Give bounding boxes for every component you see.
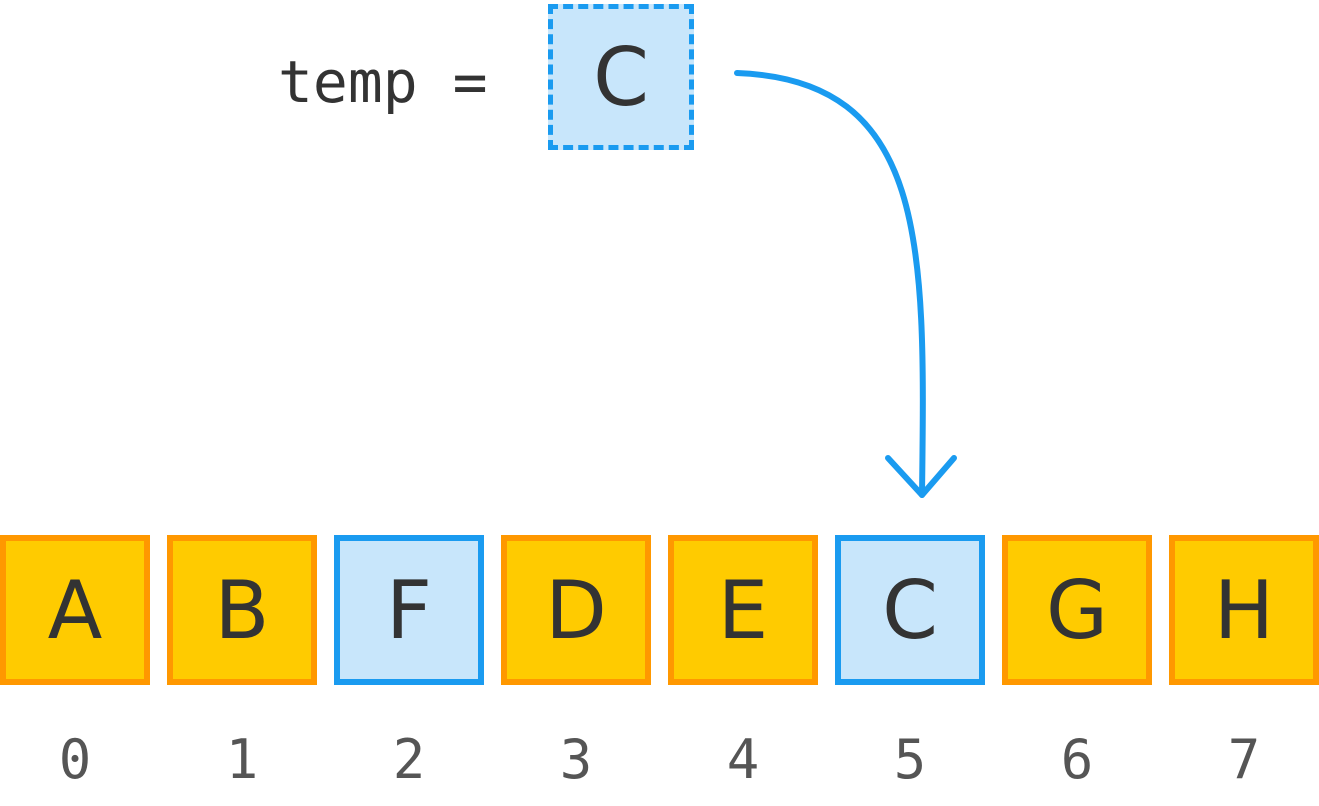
array-cell-7: H (1169, 535, 1319, 685)
array-cell-3: D (501, 535, 651, 685)
array-index-2: 2 (392, 728, 426, 791)
array-cell-2: F (334, 535, 484, 685)
array-cell-5: C (835, 535, 985, 685)
array-index-0: 0 (58, 728, 92, 791)
arrow-curve (734, 70, 926, 498)
array-index-3: 3 (559, 728, 593, 791)
temp-value-box: C (548, 4, 694, 150)
array-cell-1: B (167, 535, 317, 685)
array-cell-4: E (668, 535, 818, 685)
arrow-head-icon (885, 455, 957, 498)
array-index-1: 1 (225, 728, 259, 791)
array-index-4: 4 (726, 728, 760, 791)
array-index-6: 6 (1060, 728, 1094, 791)
array-cell-0: A (0, 535, 150, 685)
array-index-7: 7 (1227, 728, 1261, 791)
array-index-5: 5 (893, 728, 927, 791)
array-cell-6: G (1002, 535, 1152, 685)
temp-label: temp = (278, 48, 488, 116)
